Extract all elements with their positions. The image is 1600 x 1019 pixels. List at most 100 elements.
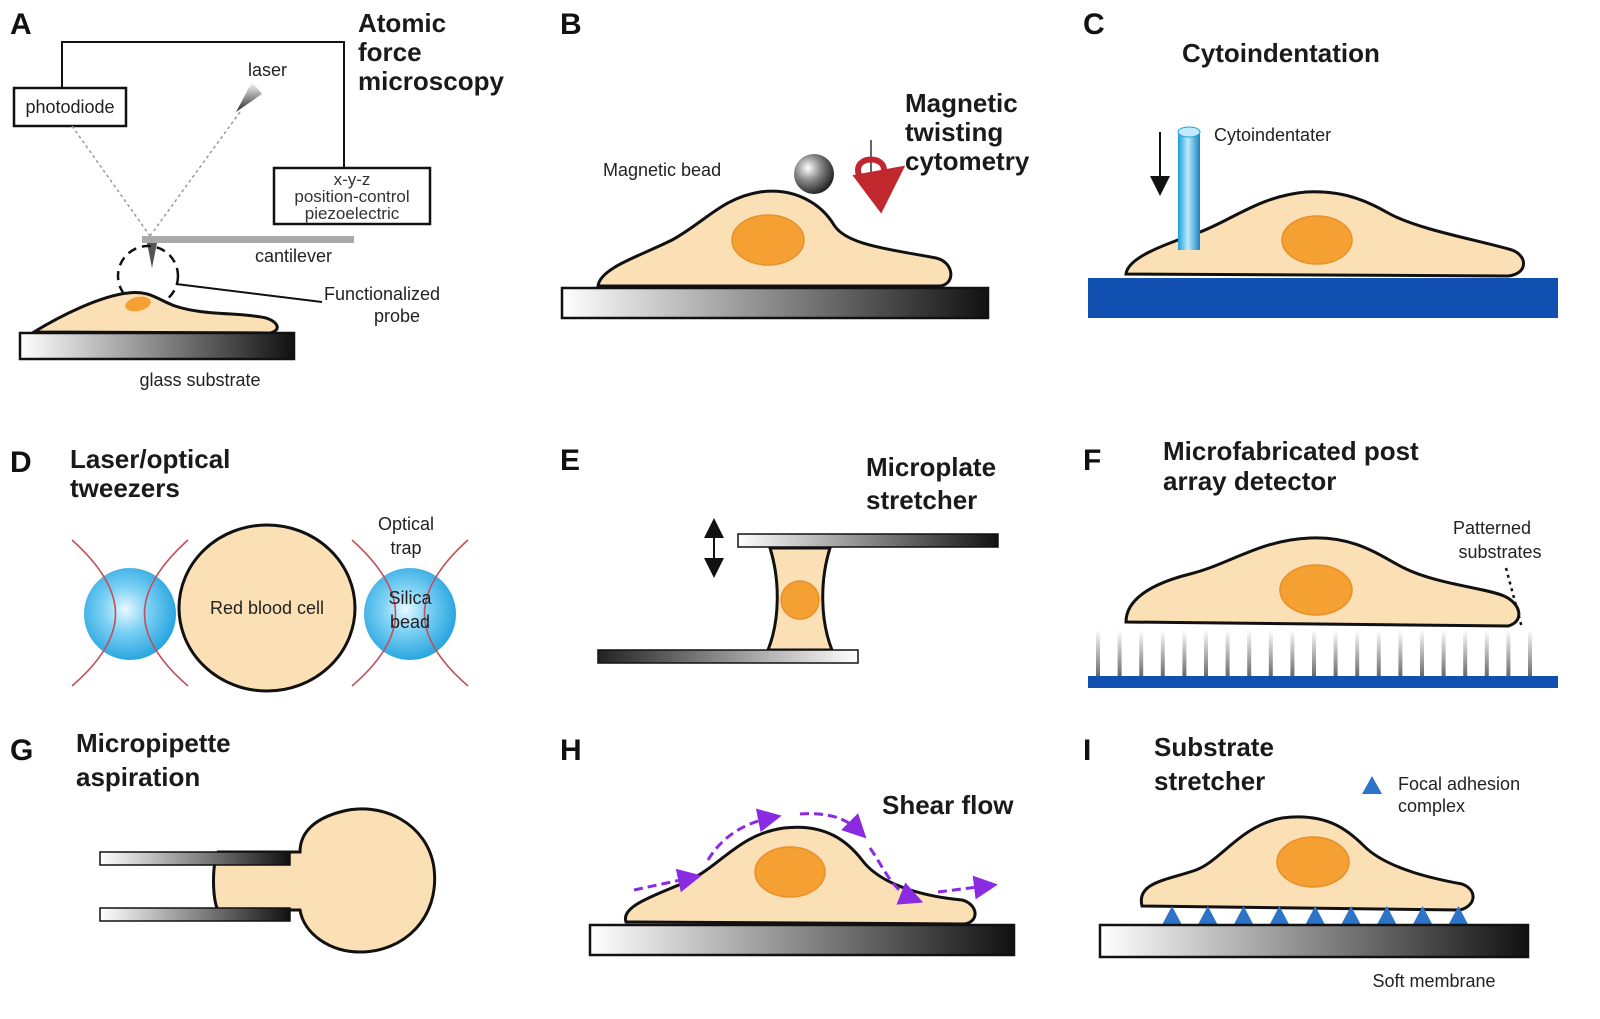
micropost	[1398, 630, 1403, 676]
photodiode-label: photodiode	[25, 97, 114, 117]
focal-adhesion-triangle-icon	[1341, 906, 1361, 925]
nucleus-a	[125, 296, 151, 312]
piezo-label-line-2: position-control	[294, 187, 409, 206]
micropost	[1333, 630, 1338, 676]
probe-tip	[147, 243, 157, 268]
panel-c: C Cytoindentation Cytoindentater	[1083, 8, 1558, 318]
panel-i-title-line-1: Substrate	[1154, 732, 1274, 762]
panel-g-title-line-2: aspiration	[76, 762, 200, 792]
focal-adhesion-label-line-1: Focal adhesion	[1398, 774, 1520, 794]
right-trap-beam-2	[423, 539, 469, 687]
micropost	[1247, 630, 1252, 676]
micropost	[1528, 630, 1532, 676]
panel-h-title: Shear flow	[882, 790, 1014, 820]
micropost	[1160, 630, 1165, 676]
micropost	[1117, 630, 1122, 676]
micropost	[1204, 630, 1208, 676]
nucleus-h	[754, 846, 826, 898]
soft-membrane	[1098, 923, 1530, 959]
panel-i-title-line-2: stretcher	[1154, 766, 1265, 796]
focal-adhesion-triangle-icon	[1162, 906, 1182, 925]
cantilever	[142, 236, 354, 243]
silica-bead-label-line-2: bead	[390, 612, 430, 632]
optical-trap-label-line-2: trap	[390, 538, 421, 558]
magnetic-bead-label: Magnetic bead	[603, 160, 721, 180]
micropost	[1463, 630, 1468, 676]
panel-e-title-line-1: Microplate	[866, 452, 996, 482]
incident-beam	[149, 111, 241, 237]
right-trap-beam-1	[351, 539, 397, 687]
panel-letter-i: I	[1083, 734, 1091, 767]
micropost	[1420, 630, 1424, 676]
patterned-substrates-label-line-2: substrates	[1458, 542, 1541, 562]
flow-arrow-icon	[799, 812, 867, 839]
focal-adhesion-triangle-icon	[1448, 906, 1469, 925]
panel-f-title-line-1: Microfabricated post	[1163, 436, 1419, 466]
panel-f: F Microfabricated post array detector Pa…	[1083, 436, 1558, 688]
red-blood-cell-label: Red blood cell	[210, 598, 324, 618]
panel-letter-a: A	[10, 8, 32, 41]
panel-g-title-line-1: Micropipette	[76, 728, 231, 758]
focal-adhesion-row	[1162, 906, 1469, 925]
left-trap-beam-2	[143, 539, 189, 687]
panel-b-title-line-2: twisting	[905, 117, 1003, 147]
substrate-f	[1088, 676, 1558, 688]
micropost	[1484, 630, 1489, 676]
panel-i: I Substrate stretcher Focal adhesion com…	[1083, 732, 1530, 991]
glass-substrate-label: glass substrate	[139, 370, 260, 390]
top-microplate	[737, 533, 999, 548]
substrate-c	[1088, 278, 1558, 318]
laser-label: laser	[248, 60, 287, 80]
optical-trap-label-line-1: Optical	[378, 514, 434, 534]
flow-arrow-icon	[937, 875, 998, 900]
micropost	[1139, 630, 1144, 676]
panel-f-title-line-2: array detector	[1163, 466, 1336, 496]
patterned-substrates-label-line-1: Patterned	[1453, 518, 1531, 538]
panel-a-title-line-1: Atomic	[358, 8, 446, 38]
panel-c-title: Cytoindentation	[1182, 38, 1380, 68]
nucleus-f	[1279, 564, 1353, 616]
piezo-label-line-1: x-y-z	[334, 170, 371, 189]
photodiode-box	[12, 86, 128, 128]
panel-e: E Microplate stretcher	[560, 444, 999, 664]
focal-adhesion-label-line-2: complex	[1398, 796, 1465, 816]
focal-adhesion-triangle-icon	[1233, 906, 1254, 925]
micropost	[1225, 630, 1230, 676]
panel-a-title-line-3: microscopy	[358, 66, 504, 96]
probe-pointer-line	[175, 283, 323, 303]
micropost	[1312, 630, 1316, 676]
flow-arrow-icon	[868, 847, 924, 905]
bottom-microplate	[597, 649, 859, 664]
cantilever-label: cantilever	[255, 246, 332, 266]
panel-letter-c: C	[1083, 8, 1105, 41]
panel-letter-f: F	[1083, 444, 1101, 477]
aspirated-cell	[212, 807, 437, 954]
flow-arrow-icon	[633, 868, 702, 893]
glass-substrate	[18, 331, 296, 361]
micropost	[1290, 630, 1295, 676]
panel-letter-e: E	[560, 444, 580, 477]
piezo-box	[272, 166, 432, 226]
pipette-bottom-wall	[99, 907, 291, 922]
micropost	[1376, 630, 1381, 676]
panel-letter-d: D	[10, 446, 32, 479]
micropost	[1441, 630, 1446, 676]
substrate-b	[560, 286, 990, 320]
panel-letter-b: B	[560, 8, 582, 41]
nucleus-b	[731, 214, 805, 266]
focal-adhesion-triangle-icon	[1197, 906, 1218, 925]
micropost	[1506, 630, 1511, 676]
cytoindentater-top	[1177, 126, 1201, 138]
panel-b: B Magnetic twisting cytometry Magnetic b…	[560, 8, 1030, 320]
focal-adhesion-triangle-icon	[1269, 906, 1290, 925]
left-bead	[84, 568, 176, 660]
cell-a	[28, 290, 279, 335]
panel-letter-g: G	[10, 734, 33, 767]
panel-b-title-line-1: Magnetic	[905, 88, 1018, 118]
rotation-arrow-icon	[852, 156, 906, 214]
focal-adhesion-triangle-icon	[1362, 776, 1382, 794]
nucleus-e	[780, 580, 820, 620]
panel-a: A Atomic force microscopy photodiode las…	[10, 8, 504, 390]
silica-bead-label-line-1: Silica	[388, 588, 432, 608]
